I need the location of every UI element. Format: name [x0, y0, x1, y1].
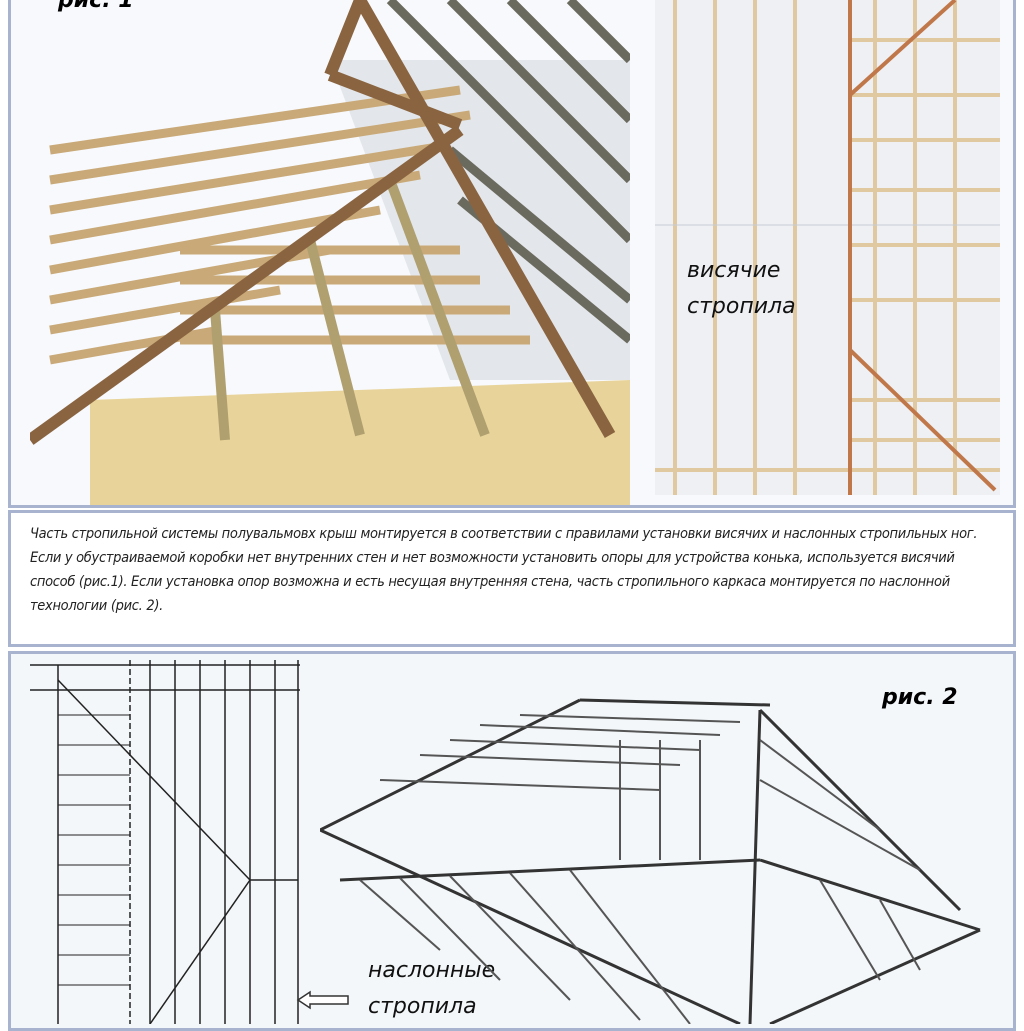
layered-rafters-label-1: наслонные [368, 958, 496, 983]
hanging-rafters-plan [655, 0, 1000, 495]
fig2-label: рис. 2 [882, 685, 958, 710]
layered-rafters-plan [30, 660, 300, 1024]
bottom-panel [8, 651, 1016, 1031]
hanging-rafters-label-1: висячие [687, 258, 781, 283]
fig1-label: рис. 1 [58, 0, 134, 13]
arrow-left-icon [296, 990, 349, 1010]
hanging-rafters-label-2: стропила [687, 294, 796, 319]
caption-panel [8, 510, 1016, 647]
roof-frame-3d-illustration [320, 698, 981, 1024]
caption-text: Часть стропильной системы полувальмовх к… [30, 526, 978, 614]
layered-rafters-label-2: стропила [368, 994, 477, 1019]
roof-3d-illustration [30, 0, 630, 505]
